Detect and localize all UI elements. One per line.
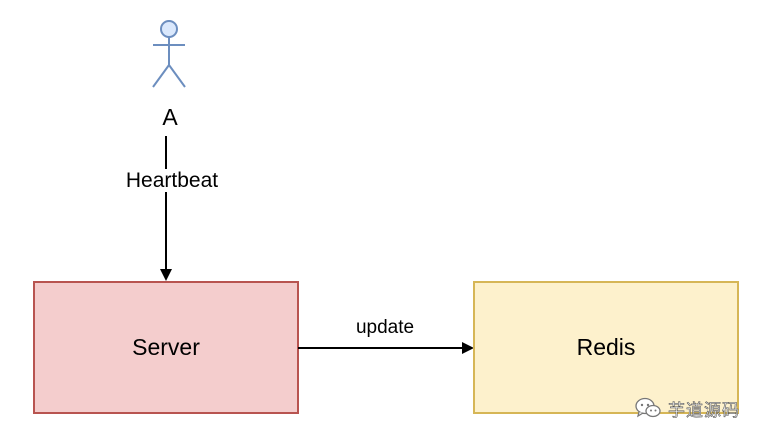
- watermark-text: 芋道源码: [668, 400, 740, 421]
- actor-right-leg: [168, 64, 186, 88]
- server-label: Server: [132, 334, 200, 360]
- wechat-icon: [635, 397, 661, 418]
- actor-figure[interactable]: [152, 20, 186, 88]
- actor-head: [160, 20, 178, 38]
- redis-label: Redis: [576, 334, 636, 360]
- actor-left-leg: [152, 64, 170, 88]
- watermark: 芋道源码: [634, 396, 740, 421]
- redis-node[interactable]: [473, 281, 739, 414]
- server-node[interactable]: [33, 281, 299, 414]
- actor-label: A: [162, 104, 178, 130]
- heartbeat-label: Heartbeat: [112, 169, 232, 192]
- update-label: update: [355, 317, 415, 338]
